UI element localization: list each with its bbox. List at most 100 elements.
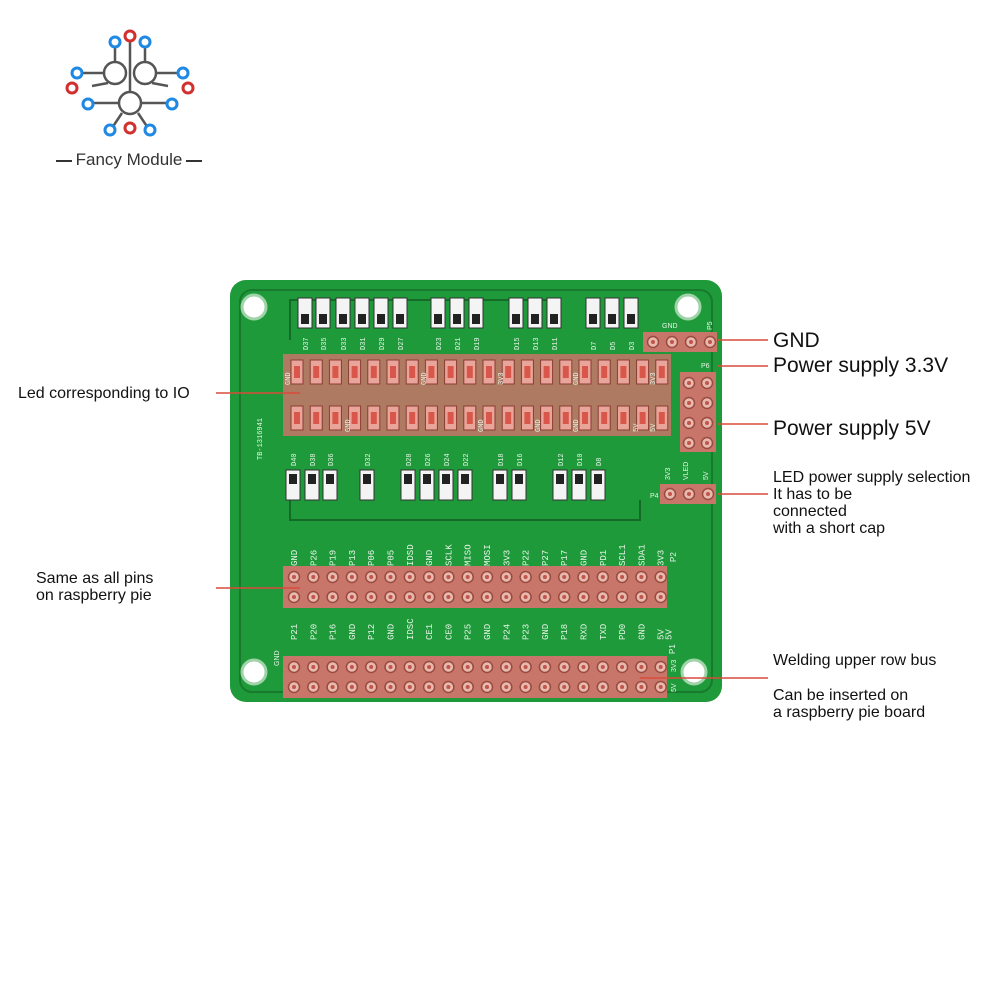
callout-weld: Welding upper row bus: [773, 652, 937, 669]
header-p2-pin-hole: [465, 575, 470, 579]
led-cap-top-body: [512, 314, 520, 324]
smd-led-die: [543, 412, 550, 424]
header-bottom-label: P21: [290, 624, 300, 640]
header-bottom-label: TXD: [599, 624, 609, 640]
header-bottom-label: GND: [348, 624, 358, 640]
led-cap-bottom-body: [496, 474, 504, 484]
led-cap-bottom-body: [308, 474, 316, 484]
header-top-label: P19: [329, 550, 339, 566]
brand-text: Fancy Module: [75, 150, 183, 169]
header-p1-pin-hole: [485, 685, 489, 689]
select-pin-hole: [687, 492, 691, 496]
header-p2-pin-hole: [446, 575, 451, 579]
mount-hole-tr: [674, 293, 702, 321]
p1-3v3-label: 3V3: [671, 659, 678, 672]
header-p1-pin-hole: [349, 685, 354, 689]
header-p2-pin-hole: [330, 575, 335, 579]
led-label-bottom: D38: [310, 453, 318, 466]
smd-led-die: [294, 366, 300, 378]
header-p1-pin-hole: [485, 665, 489, 669]
strip-label: GND: [421, 372, 429, 385]
p6-label: P6: [701, 363, 710, 370]
led-label-top: D13: [533, 337, 541, 350]
callout-insert: Can be inserted on a raspberry pie board: [773, 687, 925, 721]
led-cap-bottom-body: [289, 474, 297, 484]
led-sel-line-2: It has to be: [773, 486, 853, 503]
power-pin-hole: [705, 401, 709, 405]
header-bottom-label: CE0: [444, 624, 454, 640]
header-p2-pin-hole: [620, 595, 625, 599]
header-p1-pin-hole: [427, 665, 432, 669]
led-label-top: D27: [398, 337, 406, 350]
header-p1-pin-hole: [523, 685, 528, 689]
header-p1-pin-hole: [349, 665, 354, 669]
header-p1-pin-hole: [581, 665, 586, 669]
header-p2-pin-hole: [485, 575, 489, 579]
insert-line-2: a raspberry pie board: [773, 704, 926, 721]
p1-5v-label: 5V: [671, 683, 678, 692]
led-label-bottom: D10: [577, 453, 585, 466]
header-p1-pin-hole: [292, 665, 296, 669]
header-top-label: P06: [367, 550, 377, 566]
led-label-bottom: D16: [517, 453, 525, 466]
smd-led-die: [658, 412, 665, 424]
same-pins-line-2: on raspberry pie: [36, 587, 152, 604]
led-cap-top-body: [472, 314, 480, 324]
smd-led-die: [332, 412, 339, 424]
led-label-bottom: D26: [425, 453, 433, 466]
header-p1-pin-hole: [523, 665, 528, 669]
led-cap-bottom-body: [423, 474, 431, 484]
header-p1-pin-hole: [465, 665, 470, 669]
smd-led-die: [543, 366, 550, 378]
led-label-bottom: D24: [444, 453, 452, 466]
led-label-bottom: D36: [328, 453, 336, 466]
header-bottom-label: P25: [464, 624, 474, 640]
header-p1-pin-hole: [658, 665, 663, 669]
header-p2-pin-hole: [311, 575, 316, 579]
smd-led-die: [466, 366, 473, 378]
header-bottom-label: GND: [637, 624, 647, 640]
smd-led-die: [601, 412, 608, 424]
smd-led-die: [582, 412, 588, 424]
select-pin-hole: [706, 492, 710, 496]
gnd-pin-hole: [670, 340, 674, 344]
led-cap-bottom-body: [363, 474, 371, 484]
header-p1-pin-hole: [407, 665, 412, 669]
select-pin-hole: [668, 492, 672, 496]
led-label-bottom: D40: [291, 453, 299, 466]
header-p1-pin-hole: [369, 665, 374, 669]
led-cap-top-body: [589, 314, 597, 324]
p1-label: P1: [668, 644, 677, 654]
led-label-top: D31: [360, 337, 368, 350]
led-cap-top-body: [396, 314, 404, 324]
header-top-label: P17: [560, 550, 570, 566]
smd-led-die: [505, 366, 512, 378]
p5-label: P5: [707, 321, 714, 330]
select-pins: [663, 487, 715, 501]
connector-5v-label: 5V: [703, 471, 710, 480]
header-p2-pin-hole: [311, 595, 316, 599]
header-p1-pin-hole: [292, 685, 296, 689]
led-cap-bottom-body: [404, 474, 412, 484]
header-p1-pin-hole: [639, 665, 644, 669]
power-pin-hole: [705, 381, 709, 385]
same-pins-line-1: Same as all pins: [36, 570, 154, 587]
led-cap-bottom-body: [515, 474, 523, 484]
led-cap-top-body: [377, 314, 385, 324]
header-p1-pin-hole: [562, 665, 567, 669]
header-p2-pin-hole: [581, 575, 586, 579]
power-pin-hole: [687, 421, 691, 425]
led-label-bottom: D28: [406, 453, 414, 466]
header-top-label: MISO: [464, 544, 474, 566]
header-bottom-label: 5V: [665, 629, 675, 640]
header-p1-pin-hole: [581, 685, 586, 689]
insert-line-1: Can be inserted on: [773, 687, 909, 704]
header-top-label: GND: [580, 550, 590, 566]
header-p1-pin-hole: [658, 685, 663, 689]
header-p2-pin-hole: [427, 575, 432, 579]
callout-led-io: Led corresponding to IO: [18, 385, 190, 402]
led-label-bottom: D8: [596, 458, 604, 466]
